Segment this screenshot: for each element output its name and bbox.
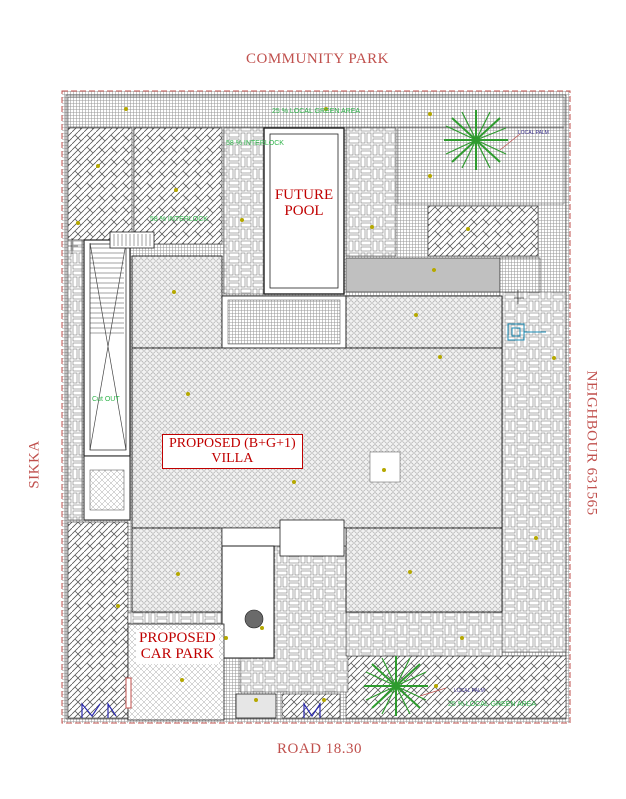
pedestrian-gate <box>303 702 321 718</box>
pool-inner-edge <box>269 133 339 289</box>
car-park-marker <box>125 677 132 709</box>
local-palm-note-1: LOCAL PALM <box>518 130 549 136</box>
car-park-label-line-1: PROPOSED <box>139 630 216 646</box>
stair-landing <box>109 231 155 249</box>
stair-treads <box>89 242 127 451</box>
level-markers <box>76 107 556 702</box>
dimension-tick-west <box>68 238 78 254</box>
paver-strip-south <box>127 611 225 625</box>
cut-out-note: Cut OUT <box>92 396 120 403</box>
interlock-pavers-pool-east <box>345 127 397 257</box>
guard-booth <box>235 693 277 719</box>
pool-label-line-2: POOL <box>284 202 324 219</box>
car-park-label: PROPOSED CAR PARK <box>136 630 219 664</box>
water-feature <box>507 323 546 341</box>
boundary-label-bottom: ROAD 18.30 <box>277 741 363 757</box>
dimension-tick-east <box>514 290 524 304</box>
interlock-pavers-south-east <box>345 611 503 657</box>
green-area-top <box>67 96 565 128</box>
porch-column <box>244 609 264 629</box>
green-area-note-top: 25 % LOCAL GREEN AREA <box>272 108 361 115</box>
interlock-note-2: 58 % INTERLOCK <box>150 216 208 223</box>
green-area-note-bottom: 25 % LOCAL GREEN AREA <box>448 701 537 708</box>
palm-leader-north <box>499 133 521 151</box>
deck-end <box>499 257 541 293</box>
herringbone-paving-ne <box>427 205 539 257</box>
pool-label-line-1: FUTURE <box>274 187 334 203</box>
pool-label: FUTURE POOL <box>268 187 340 220</box>
villa-label-line-2: VILLA <box>211 450 254 466</box>
entrance-porch <box>221 545 275 659</box>
palm-leader-south <box>419 687 447 697</box>
palm-tree-north <box>444 110 508 170</box>
pool-deck <box>345 257 501 293</box>
paver-strip-west <box>67 239 83 521</box>
interlock-note-1: 58 % INTERLOCK <box>226 140 284 147</box>
villa-label: PROPOSED (B+G+1) VILLA <box>162 434 303 470</box>
villa-footprint <box>131 255 503 613</box>
palm-tree-south <box>364 656 428 716</box>
boundary-label-left: SIKKA <box>26 440 43 489</box>
villa-label-line-1: PROPOSED (B+G+1) <box>169 436 296 451</box>
landing-treads <box>113 234 151 246</box>
local-palm-note-2: LOCAL PALM <box>454 688 485 694</box>
herringbone-paving-north <box>133 127 223 245</box>
herringbone-paving-sw <box>67 521 129 719</box>
stair-base-hatch <box>89 469 125 511</box>
interlock-pavers-north <box>223 127 265 295</box>
interlock-pavers-east <box>499 291 567 653</box>
car-park-label-line-2: CAR PARK <box>140 645 214 662</box>
boundary-label-top: COMMUNITY PARK <box>246 51 389 67</box>
boundary-label-right: NEIGHBOUR 631565 <box>583 370 600 516</box>
car-gate <box>81 702 117 718</box>
staircase <box>83 239 131 457</box>
